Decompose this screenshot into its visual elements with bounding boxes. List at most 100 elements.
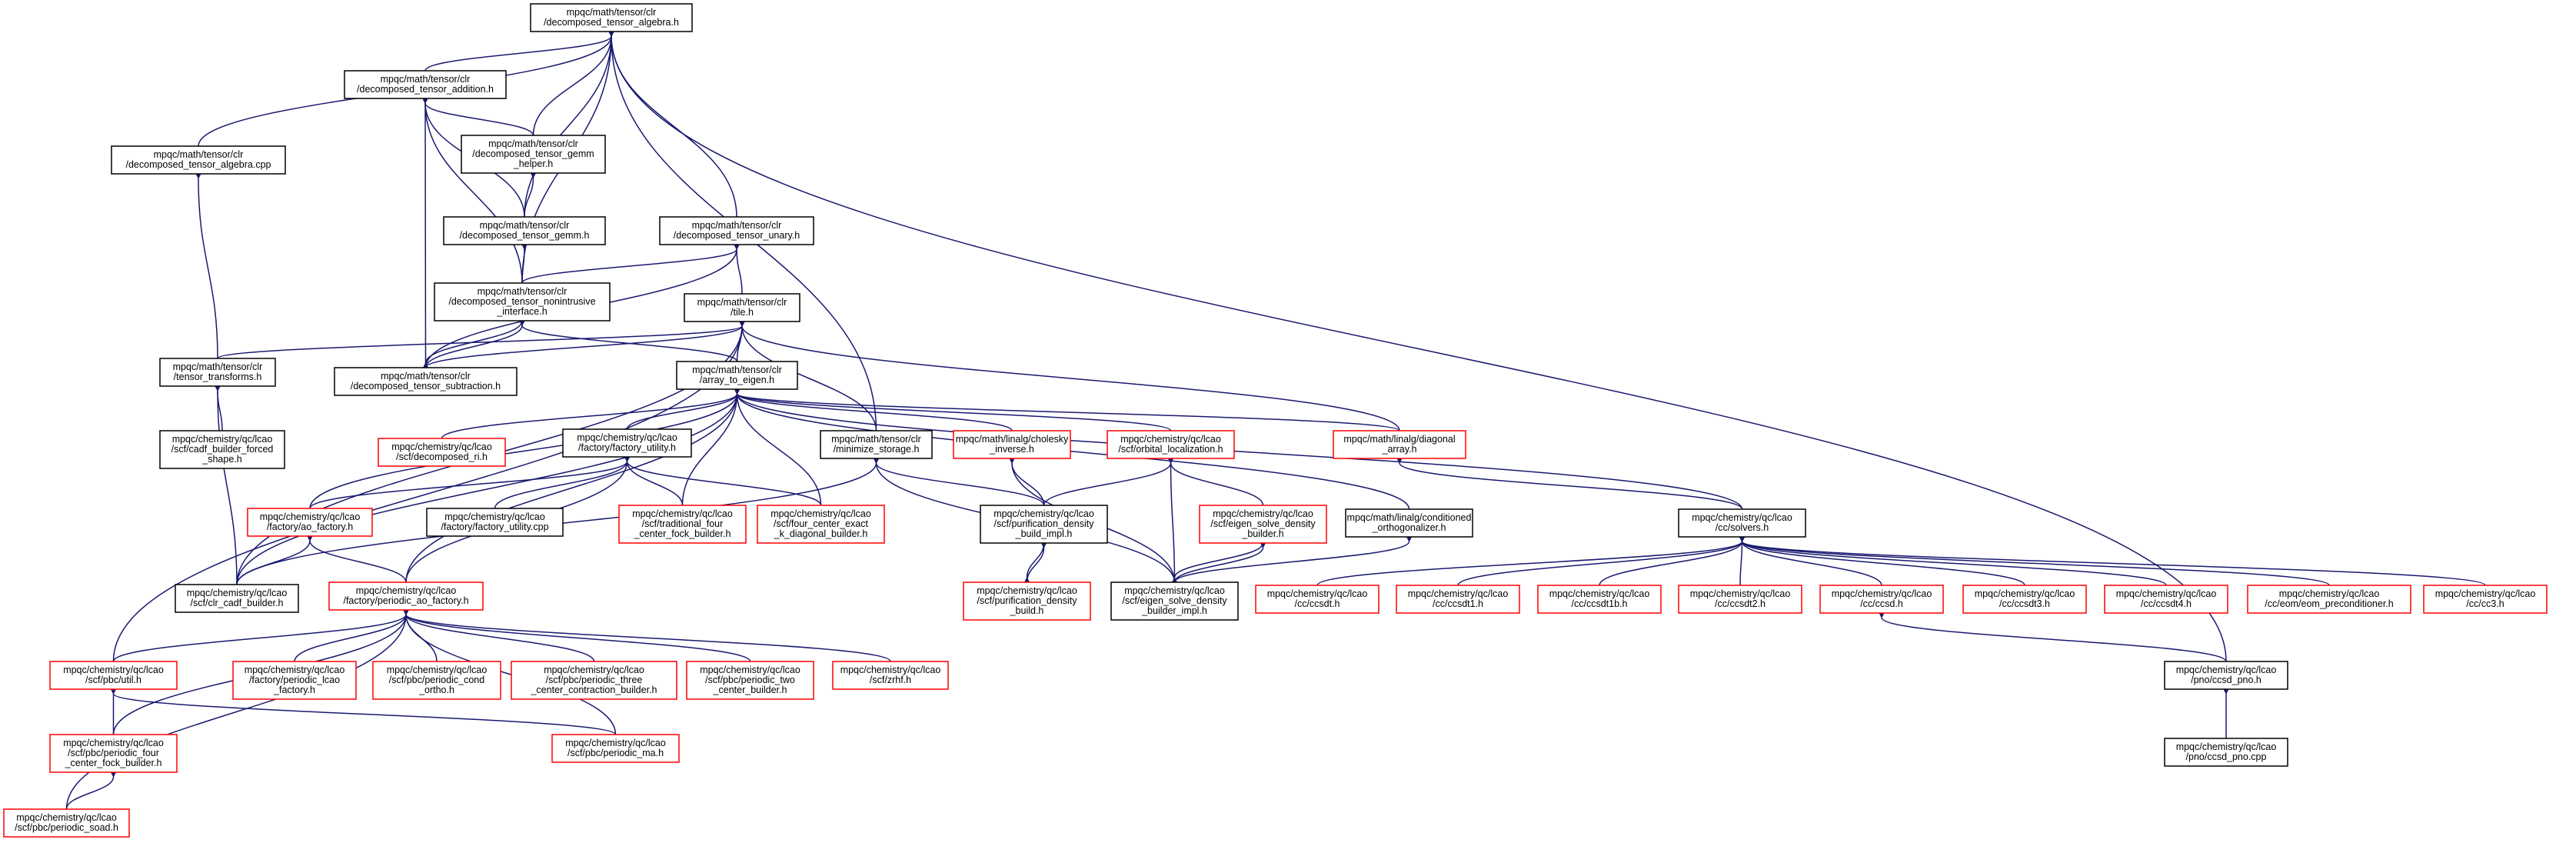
node-eigen-impl[interactable]: mpqc/chemistry/qc/lcao/scf/eigen_solve_d… [1110,581,1239,621]
edge-ccsd_pno_h-to-ccsd [1877,610,2227,662]
node-label-line: mpqc/math/tensor/clr [154,149,244,160]
node-periodic-three[interactable]: mpqc/chemistry/qc/lcao/scf/pbc/periodic_… [511,661,677,700]
node-label-line: /minimize_storage.h [834,444,920,455]
node-cadf-builder[interactable]: mpqc/chemistry/qc/lcao/scf/clr_cadf_buil… [175,584,299,613]
node-label-line: /tile.h [731,307,754,318]
node-factory-utility-cpp[interactable]: mpqc/chemistry/qc/lcao/factory/factory_u… [426,508,564,537]
node-cc3[interactable]: mpqc/chemistry/qc/lcao/cc/cc3.h [2423,585,2548,614]
node-label-line: /factory/ao_factory.h [267,521,353,532]
node-ccsdt1[interactable]: mpqc/chemistry/qc/lcao/cc/ccsdt1.h [1396,585,1520,614]
node-ccsdt3[interactable]: mpqc/chemistry/qc/lcao/cc/ccsdt3.h [1962,585,2087,614]
node-label-line: _inverse.h [989,444,1034,455]
edge-eigen_solve-to-eigen_impl [1170,542,1264,585]
node-periodic-cond[interactable]: mpqc/chemistry/qc/lcao/scf/pbc/periodic_… [372,661,501,700]
node-purif-impl[interactable]: mpqc/chemistry/qc/lcao/scf/purification_… [980,505,1108,544]
node-periodic-two[interactable]: mpqc/chemistry/qc/lcao/scf/pbc/periodic_… [686,661,814,700]
node-box [757,505,885,544]
node-periodic-soad[interactable]: mpqc/chemistry/qc/lcao/scf/pbc/periodic_… [3,808,130,838]
node-label-line: mpqc/chemistry/qc/lcao [700,665,800,675]
node-minimize[interactable]: mpqc/math/tensor/clr/minimize_storage.h [820,430,933,459]
node-gemm[interactable]: mpqc/math/tensor/clr/decomposed_tensor_g… [443,216,606,245]
node-label-line: /cc/ccsdt1b.h [1572,598,1628,609]
node-ccsd[interactable]: mpqc/chemistry/qc/lcao/cc/ccsd.h [1819,585,1944,614]
edge-ccsdt1b-to-solvers [1599,534,1746,586]
node-label-line: _helper.h [513,158,553,169]
edge-ccsd-to-solvers [1738,534,1882,586]
node-label-line: mpqc/chemistry/qc/lcao [172,434,273,445]
node-label-line: _orthogonalizer.h [1372,522,1446,533]
node-label-line: /scf/pbc/periodic_three [546,675,643,685]
node-box [980,505,1108,544]
node-ccsd-pno-cpp[interactable]: mpqc/chemistry/qc/lcao/pno/ccsd_pno.cpp [2164,738,2288,767]
node-label-line: mpqc/chemistry/qc/lcao [1267,588,1368,599]
node-box [511,661,677,700]
edge-purif_impl-to-orbital_loc [1043,455,1175,506]
node-box [344,70,507,99]
edge-gemm_helper-to-dta_h [532,28,616,136]
node-eom[interactable]: mpqc/chemistry/qc/lcao/cc/eom/eom_precon… [2247,585,2411,614]
node-label-line: /pno/ccsd_pno.h [2191,675,2261,685]
node-periodic-four[interactable]: mpqc/chemistry/qc/lcao/scf/pbc/periodic_… [49,734,178,773]
node-periodic-ao[interactable]: mpqc/chemistry/qc/lcao/factory/periodic_… [328,581,484,611]
node-periodic-ma[interactable]: mpqc/chemistry/qc/lcao/scf/pbc/periodic_… [551,734,680,763]
node-label-line: /array_to_eigen.h [700,375,774,385]
node-ccsdt1b[interactable]: mpqc/chemistry/qc/lcao/cc/ccsdt1b.h [1537,585,1662,614]
node-label-line: /scf/eigen_solve_density [1122,595,1227,606]
node-label-line: /scf/pbc/periodic_four [68,748,159,758]
node-cadf-forced[interactable]: mpqc/chemistry/qc/lcao/scf/cadf_builder_… [159,430,285,469]
node-diagonal[interactable]: mpqc/math/linalg/diagonal_array.h [1333,430,1466,459]
node-label-line: _center_builder.h [713,685,787,695]
node-label-line: /cc/ccsd.h [1860,598,1903,609]
node-array-to-eigen[interactable]: mpqc/math/tensor/clr/array_to_eigen.h [676,361,798,390]
node-label-line: /scf/zrhf.h [870,675,911,685]
node-label-line: mpqc/chemistry/qc/lcao [260,511,361,522]
node-ao-factory[interactable]: mpqc/chemistry/qc/lcao/factory/ao_factor… [247,508,373,537]
node-box [434,282,611,322]
node-zrhf[interactable]: mpqc/chemistry/qc/lcao/scf/zrhf.h [832,661,949,690]
node-transforms[interactable]: mpqc/math/tensor/clr/tensor_transforms.h [159,358,276,387]
node-label-line: mpqc/chemistry/qc/lcao [565,738,666,748]
node-solvers[interactable]: mpqc/chemistry/qc/lcao/cc/solvers.h [1678,508,1806,538]
node-conditioned[interactable]: mpqc/math/linalg/conditioned_orthogonali… [1345,508,1473,538]
edge-gemm-to-gemm_helper [524,170,537,218]
node-decomposed-ri[interactable]: mpqc/chemistry/qc/lcao/scf/decomposed_ri… [378,438,506,467]
node-label-line: _center_contraction_builder.h [530,685,657,695]
node-ccsd-pno-h[interactable]: mpqc/chemistry/qc/lcao/pno/ccsd_pno.h [2164,661,2288,690]
node-box [1255,585,1380,614]
node-label-line: mpqc/chemistry/qc/lcao [1120,434,1221,445]
node-trad-four[interactable]: mpqc/chemistry/qc/lcao/scf/traditional_f… [618,505,747,544]
node-label-line: /decomposed_tensor_addition.h [357,84,494,95]
node-ccsdt[interactable]: mpqc/chemistry/qc/lcao/cc/ccsdt.h [1255,585,1380,614]
node-label-line: _array.h [1382,444,1417,455]
node-unary[interactable]: mpqc/math/tensor/clr/decomposed_tensor_u… [659,216,814,245]
node-gemm-helper[interactable]: mpqc/math/tensor/clr/decomposed_tensor_g… [461,135,606,174]
node-label-line: _center_fock_builder.h [65,758,162,768]
node-four-exact[interactable]: mpqc/chemistry/qc/lcao/scf/four_center_e… [757,505,885,544]
node-label-line: /scf/pbc/periodic_soad.h [15,822,118,833]
edge-eom-to-solvers [1738,534,2330,586]
edge-gemm_helper-to-dta_add [421,95,534,136]
edge-nonintr-to-subtraction [421,320,523,371]
node-tile[interactable]: mpqc/math/tensor/clr/tile.h [684,293,800,322]
node-pbc-util[interactable]: mpqc/chemistry/qc/lcao/scf/pbc/util.h [49,661,178,690]
node-eigen-solve[interactable]: mpqc/chemistry/qc/lcao/scf/eigen_solve_d… [1199,505,1327,544]
node-label-line: /scf/pbc/periodic_cond [389,675,484,685]
node-label-line: /cc/ccsdt.h [1294,598,1340,609]
node-box [659,216,814,245]
node-ccsdt4[interactable]: mpqc/chemistry/qc/lcao/cc/ccsdt4.h [2104,585,2228,614]
node-orbital-loc[interactable]: mpqc/chemistry/qc/lcao/scf/orbital_local… [1107,430,1235,459]
node-cholesky[interactable]: mpqc/math/linalg/cholesky_inverse.h [953,430,1071,459]
edge-ccsdt1-to-solvers [1457,534,1746,586]
node-factory-utility[interactable]: mpqc/chemistry/qc/lcao/factory/factory_u… [562,428,692,458]
node-nonintr[interactable]: mpqc/math/tensor/clr/decomposed_tensor_n… [434,282,611,322]
node-subtraction[interactable]: mpqc/math/tensor/clr/decomposed_tensor_s… [334,367,518,396]
node-label-line: /factory/periodic_lcao [249,675,340,685]
node-dta-cpp[interactable]: mpqc/math/tensor/clr/decomposed_tensor_a… [111,145,286,175]
node-label-line: _builder_impl.h [1141,605,1207,616]
node-purif-build[interactable]: mpqc/chemistry/qc/lcao/scf/purification_… [963,581,1091,621]
node-ccsdt2[interactable]: mpqc/chemistry/qc/lcao/cc/ccsdt2.h [1678,585,1802,614]
node-label-line: mpqc/chemistry/qc/lcao [391,441,492,452]
node-periodic-lcao[interactable]: mpqc/chemistry/qc/lcao/factory/periodic_… [232,661,357,700]
node-label-line: mpqc/math/tensor/clr [478,286,567,297]
node-dta-add[interactable]: mpqc/math/tensor/clr/decomposed_tensor_a… [344,70,507,99]
